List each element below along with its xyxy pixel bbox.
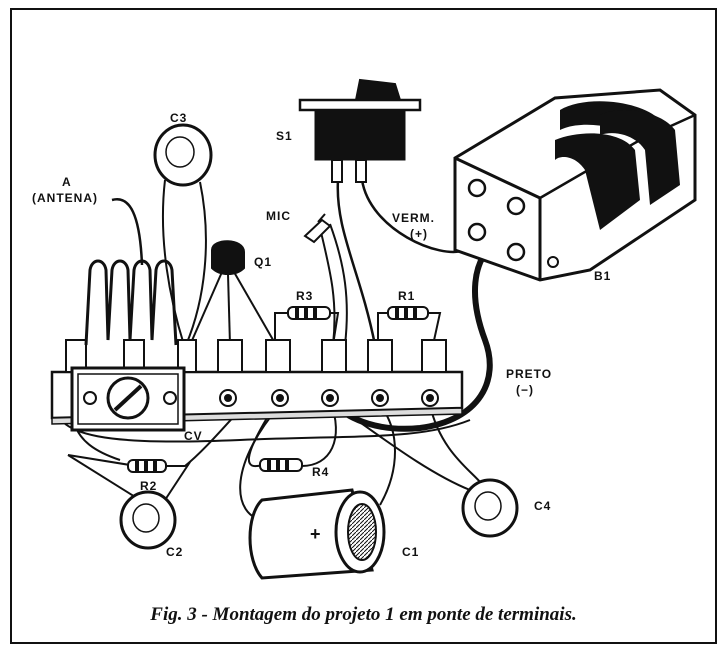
label-antenna-a: A <box>62 175 72 189</box>
label-c3: C3 <box>170 111 187 125</box>
resistor-r4 <box>259 458 303 472</box>
label-verm-sign: (+) <box>410 227 428 241</box>
label-c1-plus: + <box>310 524 322 544</box>
label-s1: S1 <box>276 129 293 143</box>
label-preto-sign: (−) <box>516 383 534 397</box>
label-mic: MIC <box>266 209 291 223</box>
transistor-q1 <box>211 240 245 275</box>
capacitor-c1 <box>248 488 386 580</box>
label-c4: C4 <box>534 499 551 513</box>
label-q1: Q1 <box>254 255 272 269</box>
resistor-r1 <box>387 306 429 320</box>
label-cv: CV <box>184 429 203 443</box>
coil <box>84 259 178 346</box>
switch-s1 <box>298 78 422 183</box>
label-c2: C2 <box>166 545 183 559</box>
mic-connector <box>303 213 332 244</box>
capacitor-c4 <box>461 478 519 538</box>
wires <box>56 179 499 521</box>
terminal-lugs <box>65 339 447 373</box>
capacitor-c2 <box>119 490 177 550</box>
label-antenna: (ANTENA) <box>32 191 98 205</box>
variable-capacitor-cv <box>70 366 186 432</box>
battery-holder-b1 <box>453 88 697 282</box>
labels: C3 S1 A (ANTENA) MIC Q1 VERM. (+) B1 R3 … <box>32 111 611 559</box>
resistor-r3 <box>287 306 331 320</box>
label-r3: R3 <box>296 289 313 303</box>
label-verm: VERM. <box>392 211 435 225</box>
label-r2: R2 <box>140 479 157 493</box>
resistor-r2 <box>127 459 167 473</box>
label-c1: C1 <box>402 545 419 559</box>
capacitor-c3 <box>153 123 213 187</box>
label-r4: R4 <box>312 465 329 479</box>
label-b1: B1 <box>594 269 611 283</box>
label-r1: R1 <box>398 289 415 303</box>
preto-wire <box>332 237 500 432</box>
figure-caption: Fig. 3 - Montagem do projeto 1 em ponte … <box>150 604 577 625</box>
terminal-screws <box>219 389 439 407</box>
label-preto: PRETO <box>506 367 552 381</box>
